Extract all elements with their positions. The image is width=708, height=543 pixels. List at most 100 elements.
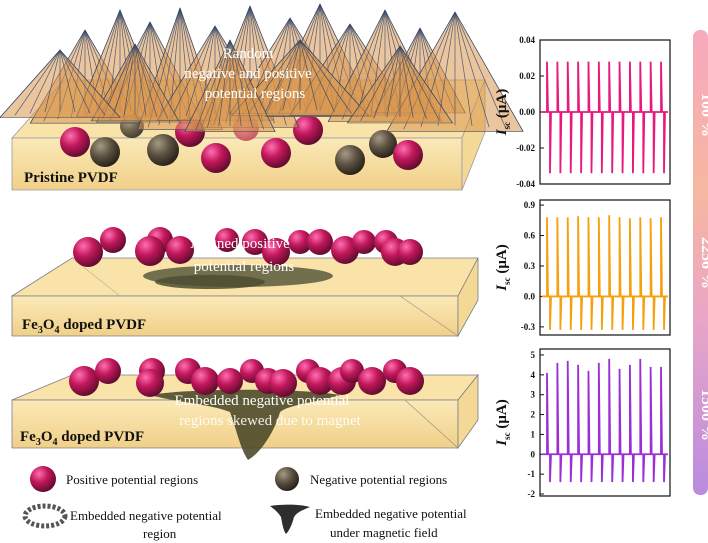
isc-signal-line <box>542 215 668 330</box>
mesh-line <box>134 43 158 117</box>
positive-sphere <box>397 239 423 265</box>
legend-magnetic-region-icon <box>270 504 310 534</box>
y-tick-label: 4 <box>531 370 536 380</box>
legend-negative-sphere-icon <box>275 467 299 491</box>
mesh-line <box>399 45 414 118</box>
y-tick-label: 0 <box>531 449 536 459</box>
mesh-line <box>97 9 121 113</box>
legend-positive-sphere-icon <box>30 466 56 492</box>
mesh-line <box>59 49 76 113</box>
positive-sphere <box>269 369 297 397</box>
panel3-title: Fe3O4 doped PVDF <box>20 429 144 448</box>
positive-sphere <box>69 366 99 396</box>
mesh-line <box>299 39 369 117</box>
mesh-line <box>265 39 301 112</box>
panel1-caption-line1: Random <box>223 46 274 62</box>
positive-sphere <box>393 140 423 170</box>
positive-sphere <box>396 367 424 395</box>
y-tick-label: -2 <box>528 489 536 499</box>
mesh-line <box>360 45 401 121</box>
y-tick-label: -1 <box>528 469 536 479</box>
magnet-skewed-negative-region <box>150 389 340 460</box>
mesh-line <box>14 49 61 116</box>
positive-sphere <box>331 236 359 264</box>
mesh-line <box>399 45 427 119</box>
isc-signal-line <box>542 358 668 483</box>
mesh-line <box>44 49 61 113</box>
mesh-line <box>454 11 490 128</box>
positive-sphere <box>340 359 364 383</box>
y-tick-label: -0.04 <box>516 179 535 189</box>
y-tick-label: 0.00 <box>519 107 535 117</box>
y-tick-label: 0.9 <box>524 200 536 210</box>
mesh-line <box>299 39 352 114</box>
mesh-line <box>454 11 473 126</box>
positive-sphere <box>352 230 376 254</box>
mesh-line <box>229 39 253 128</box>
mesh-line <box>229 39 265 130</box>
positive-sphere <box>306 367 334 395</box>
y-axis-label: Isc (μA) <box>494 244 512 291</box>
positive-sphere <box>217 368 243 394</box>
positive-sphere <box>166 236 194 264</box>
y-tick-label: 1 <box>531 429 536 439</box>
positive-sphere <box>60 127 90 157</box>
mesh-line <box>112 43 136 117</box>
y-tick-label: 5 <box>531 350 536 360</box>
mesh-line <box>29 49 61 114</box>
pvdf-slab-side <box>457 257 479 338</box>
pvdf-slab-side <box>457 373 479 450</box>
isc-signal-line <box>542 61 668 174</box>
mesh-line <box>134 43 147 116</box>
positive-sphere <box>100 227 126 253</box>
panel1-caption-line3: potential regions <box>205 86 306 102</box>
legend: Positive potential regions Negative pote… <box>22 466 467 541</box>
mesh-line <box>134 43 179 122</box>
mesh-line <box>386 45 401 118</box>
y-tick-label: 3 <box>531 390 536 400</box>
panel1-title: Pristine PVDF <box>24 170 118 186</box>
legend-positive-label: Positive potential regions <box>66 472 198 487</box>
positive-sphere <box>262 238 290 266</box>
y-tick-label: 0.04 <box>519 35 535 45</box>
y-tick-label: 0.02 <box>519 71 535 81</box>
panel3-caption-line2: regions skewed due to magnet <box>179 413 361 429</box>
legend-magnetic-line2: under magnetic field <box>330 525 438 540</box>
aligned-positive-spheres <box>69 358 424 397</box>
negative-sphere <box>147 134 179 166</box>
mesh-line <box>299 39 335 112</box>
slab-edge-line <box>404 399 459 449</box>
mesh-line <box>229 39 242 127</box>
mesh-line <box>229 39 276 132</box>
bar-label-100: 100 % <box>698 93 708 137</box>
panel3-caption-line1: Embedded negative potential <box>175 393 350 409</box>
legend-magnetic-line1: Embedded negative potential <box>315 506 467 521</box>
positive-sphere <box>95 358 121 384</box>
panel-fe3o4-doped-pvdf-aligned: Aligned positive potential regions Fe3O4… <box>10 227 479 338</box>
negative-sphere <box>369 130 397 158</box>
mesh-line <box>347 45 401 124</box>
positive-sphere <box>135 236 165 266</box>
positive-sphere <box>191 367 219 395</box>
mesh-line <box>454 11 507 130</box>
mesh-line <box>123 43 136 116</box>
mesh-line <box>0 49 61 118</box>
panel-fe3o4-doped-pvdf-magnet: Embedded negative potential regions skew… <box>11 358 479 460</box>
mesh-line <box>282 39 301 111</box>
panel1-caption-line2: negative and positive <box>184 66 312 82</box>
mesh-line <box>59 49 91 114</box>
mesh-line <box>399 45 440 121</box>
legend-embedded-line1: Embedded negative potential <box>70 508 222 523</box>
chart-frame <box>539 348 671 497</box>
y-axis-label: Isc (μA) <box>494 89 512 136</box>
positive-sphere <box>261 138 291 168</box>
bar-label-2256: 2256 % <box>698 237 708 289</box>
positive-sphere <box>73 237 103 267</box>
negative-sphere <box>335 145 365 175</box>
y-tick-label: -0.3 <box>521 322 536 332</box>
mesh-line <box>373 45 401 119</box>
